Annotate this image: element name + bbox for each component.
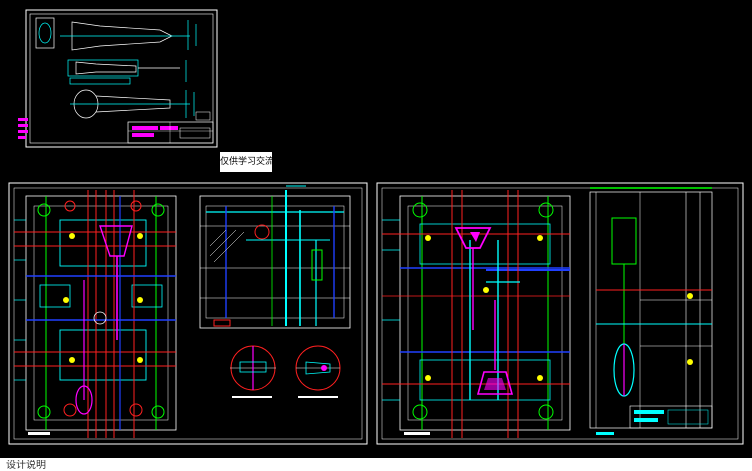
mould-plan-view bbox=[14, 190, 177, 438]
watermark-label: 仅供学习交流 bbox=[220, 152, 272, 172]
product-title-block bbox=[127, 111, 214, 144]
sheet-product-drawing[interactable] bbox=[18, 9, 218, 148]
cad-drawing-canvas[interactable]: 仅供学习交流 bbox=[0, 0, 752, 458]
sheet-mould-assembly[interactable] bbox=[8, 182, 368, 445]
layout-side-section bbox=[589, 187, 713, 435]
detail-view-b bbox=[295, 345, 341, 398]
bottom-caption: 设计说明 bbox=[6, 460, 46, 471]
product-view-top bbox=[67, 59, 187, 85]
product-view-side bbox=[35, 17, 197, 51]
product-notes bbox=[18, 118, 28, 139]
cad-drawing-svg bbox=[8, 9, 744, 445]
detail-view-a bbox=[230, 345, 276, 398]
sheet-mould-layout[interactable] bbox=[376, 182, 744, 445]
product-view-front bbox=[70, 89, 195, 119]
layout-plan-view bbox=[382, 190, 571, 438]
mould-section-view bbox=[199, 185, 351, 329]
